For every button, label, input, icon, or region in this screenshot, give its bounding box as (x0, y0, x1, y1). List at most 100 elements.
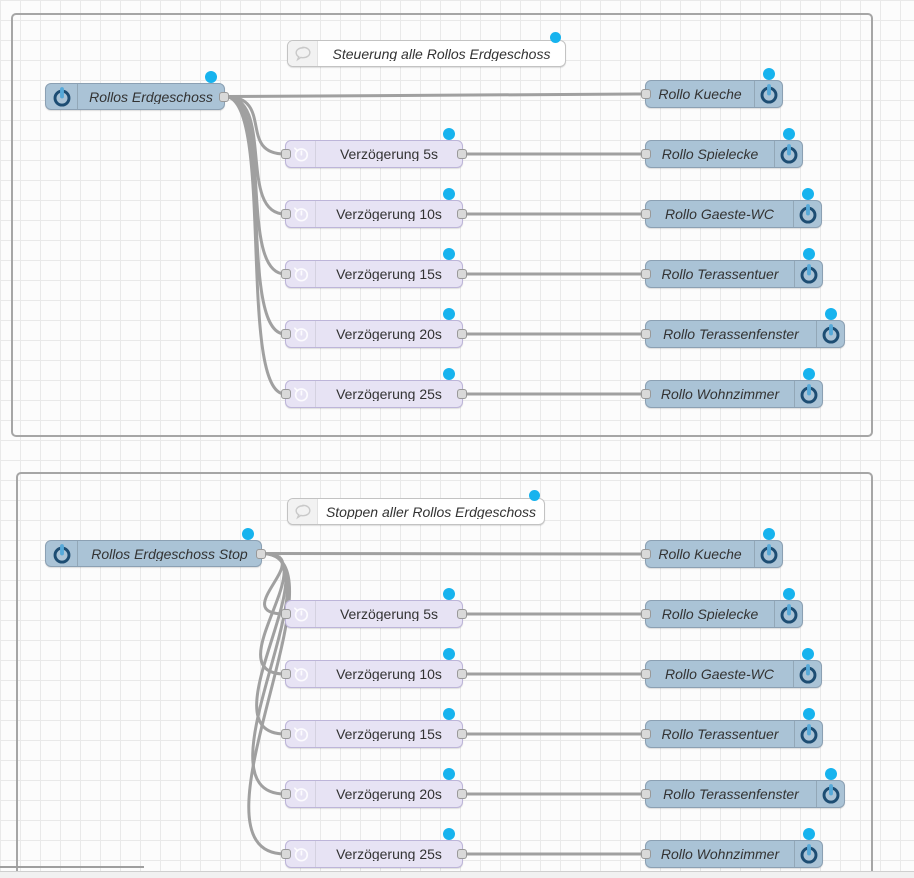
power-icon (799, 204, 816, 224)
wire[interactable] (223, 92, 647, 98)
input-port[interactable] (281, 669, 291, 679)
delay-node[interactable]: Verzögerung 10s (281, 188, 467, 228)
input-port[interactable] (281, 389, 291, 399)
output-port[interactable] (219, 91, 229, 102)
output-node[interactable]: Rollo Terassenfenster (641, 768, 845, 808)
node-label: Rollo Wohnzimmer (660, 847, 780, 861)
output-node[interactable]: Rollo Wohnzimmer (641, 368, 823, 408)
power-icon (800, 844, 817, 864)
changed-indicator (443, 588, 455, 600)
input-port[interactable] (281, 849, 291, 859)
delay-node[interactable]: Verzögerung 15s (281, 708, 467, 748)
flow-group[interactable] (11, 13, 873, 437)
timer-icon (293, 147, 308, 162)
delay-node[interactable]: Verzögerung 20s (281, 308, 467, 348)
input-port[interactable] (281, 149, 291, 159)
node-label: Rollo Spielecke (661, 147, 759, 161)
node-icon-section (774, 141, 802, 167)
comment-label: Steuerung alle Rollos Erdgeschoss (332, 46, 551, 61)
input-port[interactable] (641, 149, 651, 159)
changed-indicator (763, 528, 775, 540)
output-node[interactable]: Rollo Spielecke (641, 128, 803, 168)
output-node[interactable]: Rollo Kueche (641, 528, 783, 568)
node-label: Rollo Wohnzimmer (660, 387, 780, 401)
power-icon (53, 543, 70, 564)
input-port[interactable] (641, 669, 651, 679)
output-port[interactable] (457, 209, 467, 219)
changed-indicator (443, 708, 455, 720)
input-port[interactable] (281, 209, 291, 219)
output-port[interactable] (457, 269, 467, 279)
delay-node[interactable]: Verzögerung 10s (281, 648, 467, 688)
node-label: Verzögerung 25s (336, 847, 442, 861)
delay-node[interactable]: Verzögerung 20s (281, 768, 467, 808)
wire[interactable] (260, 552, 647, 556)
timer-icon (293, 207, 308, 222)
delay-node[interactable]: Verzögerung 25s (281, 828, 467, 868)
output-port[interactable] (457, 389, 467, 399)
delay-node[interactable]: Verzögerung 15s (281, 248, 467, 288)
output-node[interactable]: Rollo Gaeste-WC (641, 188, 822, 228)
input-port[interactable] (281, 729, 291, 739)
input-port[interactable] (641, 549, 651, 559)
output-port[interactable] (457, 789, 467, 799)
node-label: Verzögerung 20s (336, 327, 442, 341)
output-port[interactable] (457, 149, 467, 159)
wire[interactable] (223, 95, 287, 216)
output-node[interactable]: Rollo Gaeste-WC (641, 648, 822, 688)
changed-indicator (803, 828, 815, 840)
comment-node[interactable]: Stoppen aller Rollos Erdgeschoss (287, 490, 545, 525)
input-port[interactable] (641, 729, 651, 739)
input-port[interactable] (641, 89, 651, 99)
output-port[interactable] (457, 849, 467, 859)
input-port[interactable] (641, 389, 651, 399)
node-label: Verzögerung 10s (336, 207, 442, 221)
node-label: Verzögerung 25s (336, 387, 442, 401)
input-port[interactable] (281, 269, 291, 279)
trigger-node[interactable]: Rollos Erdgeschoss Stop (45, 528, 266, 567)
comment-node[interactable]: Steuerung alle Rollos Erdgeschoss (287, 32, 566, 67)
node-icon-section (46, 541, 78, 566)
power-icon (822, 324, 839, 344)
output-node[interactable]: Rollo Terassentuer (641, 248, 823, 288)
wire[interactable] (247, 552, 291, 856)
output-port[interactable] (457, 329, 467, 339)
output-node[interactable]: Rollo Spielecke (641, 588, 803, 628)
delay-node[interactable]: Verzögerung 5s (281, 588, 467, 628)
input-port[interactable] (281, 609, 291, 619)
node-icon-section (286, 381, 316, 407)
node-label: Rollo Terassentuer (661, 727, 779, 741)
horizontal-scrollbar[interactable] (0, 871, 914, 878)
output-node[interactable]: Rollo Terassenfenster (641, 308, 845, 348)
wire[interactable] (223, 95, 287, 156)
node-icon-section (286, 261, 316, 287)
delay-node[interactable]: Verzögerung 5s (281, 128, 467, 168)
output-node[interactable]: Rollo Kueche (641, 68, 783, 108)
trigger-node[interactable]: Rollos Erdgeschoss (45, 71, 229, 110)
input-port[interactable] (641, 329, 651, 339)
output-port[interactable] (256, 548, 266, 559)
output-port[interactable] (457, 729, 467, 739)
changed-indicator (205, 71, 217, 83)
input-port[interactable] (641, 849, 651, 859)
output-node[interactable]: Rollo Wohnzimmer (641, 828, 823, 868)
wire[interactable] (223, 95, 287, 396)
input-port[interactable] (641, 269, 651, 279)
input-port[interactable] (641, 789, 651, 799)
output-node[interactable]: Rollo Terassentuer (641, 708, 823, 748)
input-port[interactable] (281, 789, 291, 799)
changed-indicator (802, 188, 814, 200)
timer-icon (293, 667, 308, 682)
input-port[interactable] (641, 609, 651, 619)
input-port[interactable] (641, 209, 651, 219)
delay-node[interactable]: Verzögerung 25s (281, 368, 467, 408)
output-port[interactable] (457, 669, 467, 679)
node-label: Rollo Terassenfenster (663, 787, 799, 801)
input-port[interactable] (281, 329, 291, 339)
timer-icon (293, 787, 308, 802)
flow-group[interactable] (16, 472, 873, 878)
node-icon-section (288, 499, 318, 524)
output-port[interactable] (457, 609, 467, 619)
node-label: Rollo Gaeste-WC (665, 667, 774, 681)
